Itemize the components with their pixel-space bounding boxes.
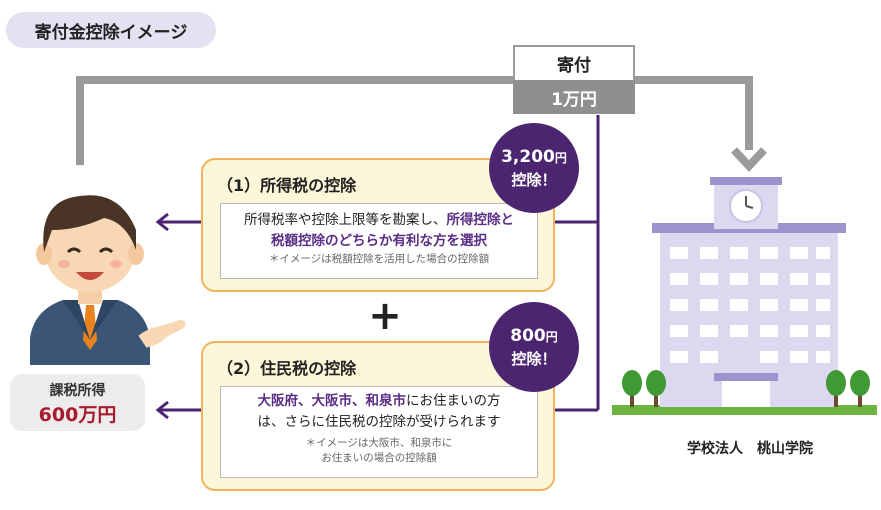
- income-tax-panel: （1）所得税の控除 所得税率や控除上限等を勘案し、所得控除と 税額控除のどちらか…: [201, 158, 555, 292]
- donation-path-line-right: [635, 76, 753, 150]
- income-tax-note: ＊イメージは税額控除を活用した場合の控除額: [268, 253, 490, 265]
- resident-tax-text-1: にお住まいの方: [406, 393, 501, 409]
- page-title: 寄付金控除イメージ: [6, 12, 216, 48]
- income-tax-badge-unit: 円: [554, 150, 567, 165]
- resident-tax-panel: （2）住民税の控除 大阪府、大阪市、和泉市にお住まいの方 は、さらに住民税の控除…: [201, 341, 555, 491]
- taxable-income-label: 課税所得 600万円: [10, 374, 145, 431]
- income-tax-badge-label: 控除！: [511, 170, 557, 189]
- income-tax-deduction-badge: 3,200円 控除！: [489, 123, 579, 213]
- income-tax-highlight-1: 所得控除と: [446, 212, 515, 228]
- income-tax-highlight-2: 税額控除のどちらか有利な方を選択: [271, 233, 487, 249]
- income-arrowhead: [155, 212, 169, 232]
- resident-tax-badge-unit: 円: [545, 329, 558, 344]
- resident-tax-text-2: は、さらに住民税の控除が受けられます: [257, 414, 501, 430]
- donation-amount: 1万円: [513, 80, 635, 114]
- plus-sign: +: [368, 293, 402, 339]
- resident-tax-badge-label: 控除！: [511, 349, 557, 368]
- resident-tax-highlight: 大阪府、大阪市、和泉市: [257, 393, 407, 409]
- resident-arrowhead: [155, 400, 169, 420]
- donation-box: 寄付 1万円: [513, 45, 635, 123]
- school-name: 学校法人 桃山学院: [687, 441, 813, 457]
- donation-arrowhead: [731, 147, 767, 172]
- resident-tax-deduction-badge: 800円 控除！: [489, 302, 579, 392]
- taxable-income-title: 課税所得: [49, 383, 106, 399]
- businessman-illustration: [30, 195, 186, 365]
- resident-tax-note-2: お住まいの場合の控除額: [321, 452, 437, 464]
- resident-tax-badge-amount: 800: [510, 325, 546, 346]
- income-tax-title: （1）所得税の控除: [217, 176, 357, 195]
- income-tax-text: 所得税率や控除上限等を勘案し、: [244, 212, 447, 228]
- school-building-illustration: [612, 177, 877, 415]
- donation-label: 寄付: [513, 45, 635, 82]
- income-tax-badge-amount: 3,200: [501, 146, 555, 167]
- taxable-income-amount: 600万円: [38, 404, 117, 426]
- resident-tax-note-1: ＊イメージは大阪市、和泉市に: [305, 437, 453, 449]
- resident-tax-description: 大阪府、大阪市、和泉市にお住まいの方 は、さらに住民税の控除が受けられます ＊イ…: [220, 386, 538, 478]
- donation-path-line: [76, 76, 513, 165]
- resident-tax-title: （2）住民税の控除: [217, 359, 357, 378]
- income-tax-description: 所得税率や控除上限等を勘案し、所得控除と 税額控除のどちらか有利な方を選択 ＊イ…: [220, 203, 538, 279]
